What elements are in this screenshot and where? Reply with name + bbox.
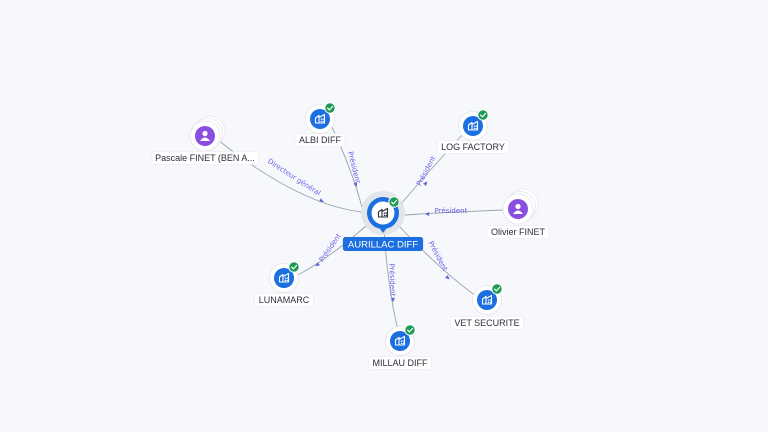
company-icon [467, 120, 479, 131]
verified-check-icon [288, 261, 300, 273]
edge-label: Président [435, 207, 468, 215]
company-icon [394, 335, 406, 346]
company-icon [314, 113, 326, 124]
company-avatar [477, 290, 497, 310]
verified-check-icon [477, 109, 489, 121]
person-icon [200, 130, 210, 141]
node-label-text: LUNAMARC [259, 295, 310, 305]
verified-check-icon [404, 324, 416, 336]
node-luna[interactable]: LUNAMARC [254, 261, 314, 307]
edge-line [404, 209, 506, 216]
edge-arrow-icon [319, 198, 324, 202]
center-label-background [342, 237, 424, 251]
node-vet[interactable]: VET SECURITE [450, 283, 524, 330]
node-label-background [436, 140, 510, 154]
edge-pascale: Directeur général [217, 139, 363, 213]
node-label: LUNAMARC [254, 293, 314, 307]
node-label-background [450, 316, 524, 330]
node-label-text: Olivier FINET [491, 227, 546, 237]
node-label: MILLAU DIFF [368, 356, 432, 370]
edge-arrow-icon [424, 212, 430, 216]
node-label-background [368, 356, 432, 370]
edge-vet: Président [397, 224, 477, 297]
node-label: LOG FACTORY [436, 140, 510, 154]
node-label: ALBI DIFF [294, 133, 346, 147]
company-avatar [463, 116, 483, 136]
edge-label: Directeur général [266, 157, 322, 197]
node-label-text: VET SECURITE [454, 318, 519, 328]
edge-olivier: Président [404, 207, 506, 216]
node-label-background [150, 151, 260, 165]
company-icon [278, 272, 290, 283]
edge-arrow-icon [445, 275, 450, 280]
node-label-text: MILLAU DIFF [372, 358, 428, 368]
node-label: Pascale FINET (BEN A... [150, 151, 260, 165]
node-label-background [486, 225, 550, 239]
edge-arrow-icon [423, 181, 428, 186]
company-avatar [390, 331, 410, 351]
verified-check-icon [491, 283, 503, 295]
node-albi[interactable]: ALBI DIFF [294, 102, 346, 147]
company-avatar [310, 109, 330, 129]
node-label-text: LOG FACTORY [441, 142, 505, 152]
company-avatar [274, 268, 294, 288]
node-label: VET SECURITE [450, 316, 524, 330]
company-icon [377, 207, 389, 218]
edge-line [397, 224, 477, 297]
company-icon [481, 294, 493, 305]
person-icon [513, 203, 523, 214]
node-label: Olivier FINET [486, 225, 550, 239]
node-log[interactable]: LOG FACTORY [436, 109, 510, 154]
edge-arrow-icon [353, 182, 358, 188]
center-pointer [377, 225, 389, 233]
verified-check-icon [324, 102, 336, 114]
verified-check-icon [388, 196, 400, 208]
center-label-text: AURILLAC DIFF [348, 240, 418, 251]
edge-label: Président [427, 240, 450, 273]
node-label-text: ALBI DIFF [299, 135, 342, 145]
center-label: AURILLAC DIFF [342, 237, 424, 251]
node-label-background [254, 293, 314, 307]
edge-label: Président [346, 151, 362, 185]
node-label-text: Pascale FINET (BEN A... [155, 153, 255, 163]
node-pascale[interactable]: Pascale FINET (BEN A... [150, 115, 260, 165]
edge-line [295, 224, 368, 277]
node-olivier[interactable]: Olivier FINET [486, 188, 550, 239]
node-millau[interactable]: MILLAU DIFF [368, 324, 432, 370]
edge-arrow-icon [315, 262, 320, 267]
node-label-background [294, 133, 346, 147]
edge-label: Président [387, 263, 396, 296]
center-node[interactable]: AURILLAC DIFF [342, 191, 424, 251]
edge-arrow-icon [391, 297, 395, 303]
